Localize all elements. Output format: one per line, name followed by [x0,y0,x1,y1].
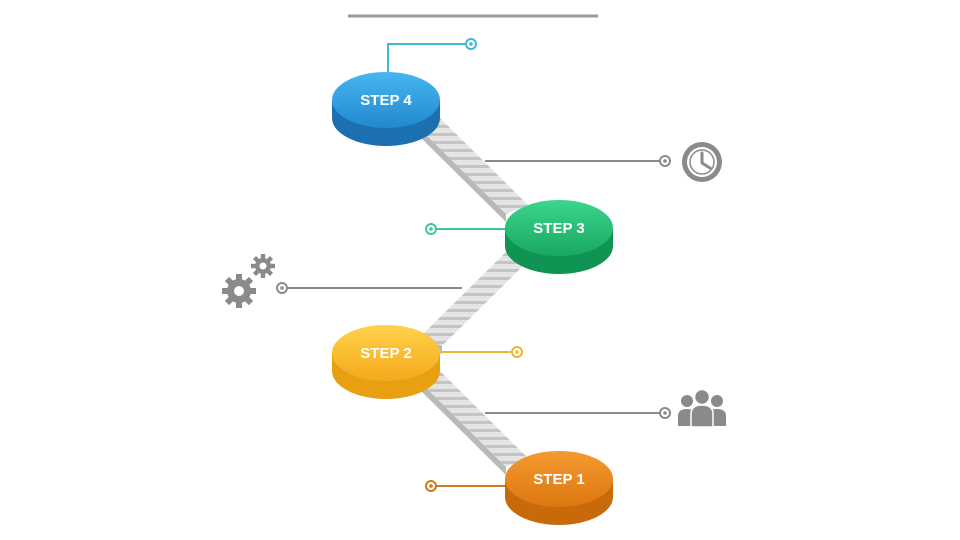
connector-step1 [425,480,518,492]
step-1-label: STEP 1 [533,471,584,488]
stairs-3-to-2 [420,250,530,354]
step-3-platform: STEP 3 [505,200,613,274]
connector-gears [276,282,462,294]
stairs-4-to-3 [418,118,528,222]
gears-icon [222,254,275,308]
connector-people [485,407,671,419]
step-4-label: STEP 4 [360,92,412,109]
step-2-label: STEP 2 [360,345,411,362]
step-2-platform: STEP 2 [332,325,440,399]
connector-step2 [430,346,523,358]
connector-step3 [425,223,518,235]
people-icon [678,388,726,428]
step-3-label: STEP 3 [533,220,584,237]
step-4-platform: STEP 4 [332,72,440,146]
clock-icon [682,142,722,182]
connector-clock [485,155,671,167]
step-1-platform: STEP 1 [505,451,613,525]
stairs-2-to-1 [418,371,528,475]
